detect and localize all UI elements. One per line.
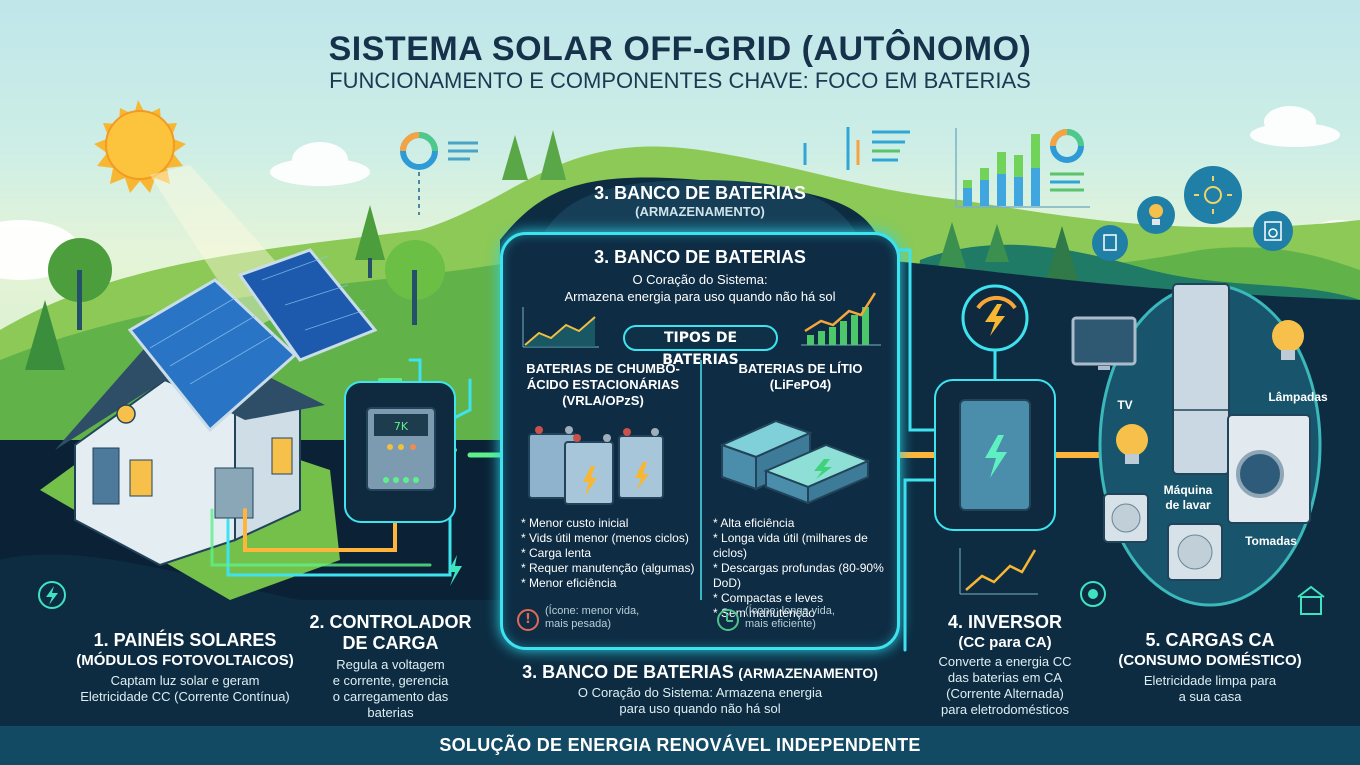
controller-title1: 2. CONTROLADOR bbox=[309, 612, 472, 632]
lead-acid-bullets: Menor custo inicial Vids útil menor (men… bbox=[521, 516, 701, 591]
bar-growth-chart-icon bbox=[801, 292, 881, 346]
house-icon bbox=[1297, 585, 1325, 615]
icon-bubbles bbox=[1092, 166, 1293, 261]
warning-icon: ! bbox=[517, 609, 539, 631]
page-subtitle: FUNCIONAMENTO E COMPONENTES CHAVE: FOCO … bbox=[329, 68, 1031, 93]
lithium-note-line1: (Ícone: longa vida, bbox=[745, 605, 835, 617]
label-washer: Máquina de lavar bbox=[1153, 483, 1223, 513]
battery-bank-panel: 3. BANCO DE BATERIAS O Coração do Sistem… bbox=[500, 232, 900, 650]
controller-title2: DE CARGA bbox=[342, 633, 439, 653]
loads-desc1: Eletricidade limpa para bbox=[1143, 673, 1277, 688]
lead-acid-title-line2: ÁCIDO ESTACIONÁRIAS bbox=[526, 377, 680, 392]
line-chart-left-icon bbox=[522, 307, 599, 348]
section-battery: 3. BANCO DE BATERIAS (ARMAZENAMENTO) O C… bbox=[500, 662, 900, 717]
lithium-title-line2: (LiFePO4) bbox=[769, 377, 832, 392]
bar-widget-icon bbox=[803, 127, 910, 170]
battery-bank-top-label: 3. BANCO DE BATERIAS (ARMAZENAMENTO) bbox=[540, 183, 860, 219]
lithium-title-line1: BATERIAS DE LÍTIO bbox=[738, 361, 863, 376]
lead-acid-bullet: Vids útil menor (menos ciclos) bbox=[521, 531, 701, 546]
sun-icon bbox=[94, 100, 186, 193]
panels-desc1: Captam luz solar e geram bbox=[110, 673, 260, 688]
lead-acid-title-line1: BATERIAS DE CHUMBO- bbox=[526, 361, 680, 376]
lithium-battery-icon bbox=[719, 419, 871, 505]
battery-top-subtitle: (ARMAZENAMENTO) bbox=[635, 204, 765, 219]
lead-acid-note: (Ícone: menor vida, mais pesada) bbox=[545, 605, 639, 631]
battery-panel-desc2: Armazena energia para uso quando não há … bbox=[564, 289, 836, 304]
battery-title-small: (ARMAZENAMENTO) bbox=[738, 665, 878, 681]
lead-acid-bullet: Menor eficiência bbox=[521, 576, 701, 591]
footer-tagline: SOLUÇÃO DE ENERGIA RENOVÁVEL INDEPENDENT… bbox=[0, 726, 1360, 765]
lithium-bullet: Descargas profundas (80-90% DoD) bbox=[713, 561, 898, 591]
controller-desc2: e corrente, gerencia bbox=[332, 673, 449, 688]
panels-title: 1. PAINÉIS SOLARES bbox=[93, 630, 277, 650]
lithium-bullet: Sem manutenção bbox=[713, 606, 898, 621]
lightning-icon bbox=[448, 555, 462, 586]
growth-chart-icon bbox=[959, 548, 1038, 595]
lightning-circle-icon bbox=[38, 581, 66, 609]
lithium-title: BATERIAS DE LÍTIO (LiFePO4) bbox=[708, 361, 893, 393]
loads-desc2: a sua casa bbox=[1178, 689, 1242, 704]
loads-title: 5. CARGAS CA bbox=[1145, 630, 1275, 650]
gear-icon bbox=[1080, 581, 1106, 607]
section-loads: 5. CARGAS CA (CONSUMO DOMÉSTICO) Eletric… bbox=[1105, 630, 1315, 705]
section-panels: 1. PAINÉIS SOLARES (MÓDULOS FOTOVOLTAICO… bbox=[40, 630, 330, 705]
label-outlets: Tomadas bbox=[1245, 534, 1297, 548]
charge-controller-illustration: 7K bbox=[344, 381, 456, 523]
controller-desc1: Regula a voltagem bbox=[336, 657, 445, 672]
lead-acid-note-line2: mais pesada) bbox=[545, 618, 612, 630]
label-washer-line1: Máquina bbox=[1163, 483, 1213, 497]
section-controller: 2. CONTROLADOR DE CARGA Regula a voltage… bbox=[308, 612, 473, 721]
lead-acid-note-line1: (Ícone: menor vida, bbox=[545, 605, 640, 617]
lithium-note: (Ícone: longa vida, mais eficiente) bbox=[745, 605, 835, 631]
appliances-illustration bbox=[1071, 283, 1311, 581]
lead-acid-battery-icon bbox=[528, 426, 664, 505]
inverter-desc1: Converte a energia CC bbox=[938, 654, 1072, 669]
loads-subtitle: (CONSUMO DOMÉSTICO) bbox=[1118, 652, 1302, 669]
lithium-bullet: Longa vida útil (milhares de ciclos) bbox=[713, 531, 898, 561]
panels-desc2: Eletricidade CC (Corrente Contínua) bbox=[80, 689, 290, 704]
mini-bar-chart bbox=[955, 128, 1090, 208]
divider bbox=[700, 360, 702, 600]
lithium-bullets: Alta eficiência Longa vida útil (milhare… bbox=[713, 516, 898, 621]
solar-panels-illustration bbox=[127, 248, 378, 433]
lead-acid-bullet: Menor custo inicial bbox=[521, 516, 701, 531]
battery-title: 3. BANCO DE BATERIAS bbox=[522, 662, 734, 682]
inverter-subtitle: (CC para CA) bbox=[958, 634, 1052, 651]
donut-chart-icon bbox=[400, 132, 438, 170]
panels-subtitle: (MÓDULOS FOTOVOLTAICOS) bbox=[76, 652, 294, 669]
inverter-desc3: (Corrente Alternada) bbox=[946, 686, 1064, 701]
lead-acid-bullet: Requer manutenção (algumas) bbox=[521, 561, 701, 576]
clock-icon bbox=[717, 609, 739, 631]
lithium-note-line2: mais eficiente) bbox=[745, 618, 816, 630]
inverter-title: 4. INVERSOR bbox=[947, 612, 1063, 632]
controller-desc3: o carregamento das bbox=[332, 689, 449, 704]
battery-desc1: O Coração do Sistema: Armazena energia bbox=[577, 685, 823, 700]
lead-acid-bullet: Carga lenta bbox=[521, 546, 701, 561]
lithium-bullet: Compactas e leves bbox=[713, 591, 898, 606]
lithium-bullet: Alta eficiência bbox=[713, 516, 898, 531]
inverter-desc4: para eletrodomésticos bbox=[941, 702, 1069, 717]
lead-acid-title: BATERIAS DE CHUMBO- ÁCIDO ESTACIONÁRIAS … bbox=[508, 361, 698, 409]
controller-desc4: baterias bbox=[367, 705, 414, 720]
inverter-desc2: das baterias em CA bbox=[947, 670, 1063, 685]
label-lamps: Lâmpadas bbox=[1268, 390, 1328, 404]
battery-desc2: para uso quando não há sol bbox=[619, 701, 781, 716]
lead-acid-title-line3: (VRLA/OPzS) bbox=[562, 393, 644, 408]
label-tv: TV bbox=[1117, 398, 1133, 412]
inverter-illustration bbox=[934, 284, 1056, 531]
svg-text:7K: 7K bbox=[394, 420, 409, 433]
battery-panel-desc1: O Coração do Sistema: bbox=[632, 272, 768, 287]
label-washer-line2: de lavar bbox=[1165, 498, 1211, 512]
section-inverter: 4. INVERSOR (CC para CA) Converte a ener… bbox=[920, 612, 1090, 718]
battery-types-label: TIPOS DE BATERIAS bbox=[623, 325, 778, 368]
battery-top-title: 3. BANCO DE BATERIAS bbox=[594, 183, 806, 203]
page-title: SISTEMA SOLAR OFF-GRID (AUTÔNOMO) bbox=[328, 30, 1032, 68]
battery-panel-title: 3. BANCO DE BATERIAS bbox=[594, 247, 806, 267]
